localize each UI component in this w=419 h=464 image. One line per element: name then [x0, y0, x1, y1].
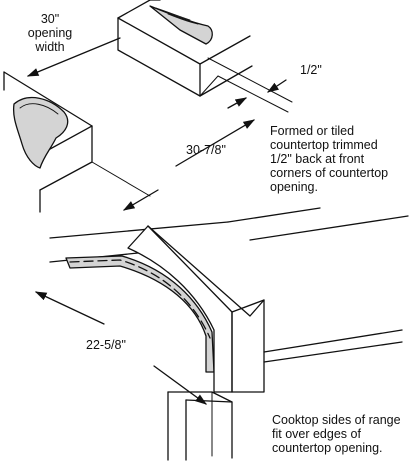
right-countertop-piece	[117, 0, 253, 97]
trim-dimension-label: 1/2"	[300, 63, 322, 77]
note-line-4: corners of countertop	[270, 166, 389, 180]
countertop-trim-note: Formed or tiled countertop trimmed 1/2" …	[270, 124, 388, 194]
depth-dimension-label: 30-7/8"	[186, 143, 226, 157]
note-line-3: 1/2" back at front	[270, 152, 365, 166]
fit-note-line-2: fit over edges of	[272, 427, 361, 441]
opening-width-line-2: opening	[27, 26, 73, 40]
note-line-2: countertop trimmed	[270, 138, 378, 152]
note-line-5: opening.	[270, 180, 318, 194]
fit-note-line-1: Cooktop sides of range	[272, 413, 401, 427]
left-countertop-piece	[3, 71, 93, 213]
bottom-dimension-lines	[34, 291, 213, 457]
cooktop-fit-note: Cooktop sides of range fit over edges of…	[272, 413, 401, 455]
opening-width-line-3: width	[35, 40, 65, 54]
opening-width-line-1: 30"	[40, 12, 60, 26]
note-line-1: Formed or tiled	[270, 124, 355, 138]
opening-width-label: 30" opening width	[18, 12, 82, 54]
top-dimension-lines	[26, 37, 293, 211]
fit-note-line-3: countertop opening.	[272, 441, 383, 455]
cooktop-dimension-label: 22-5/8"	[86, 338, 126, 352]
